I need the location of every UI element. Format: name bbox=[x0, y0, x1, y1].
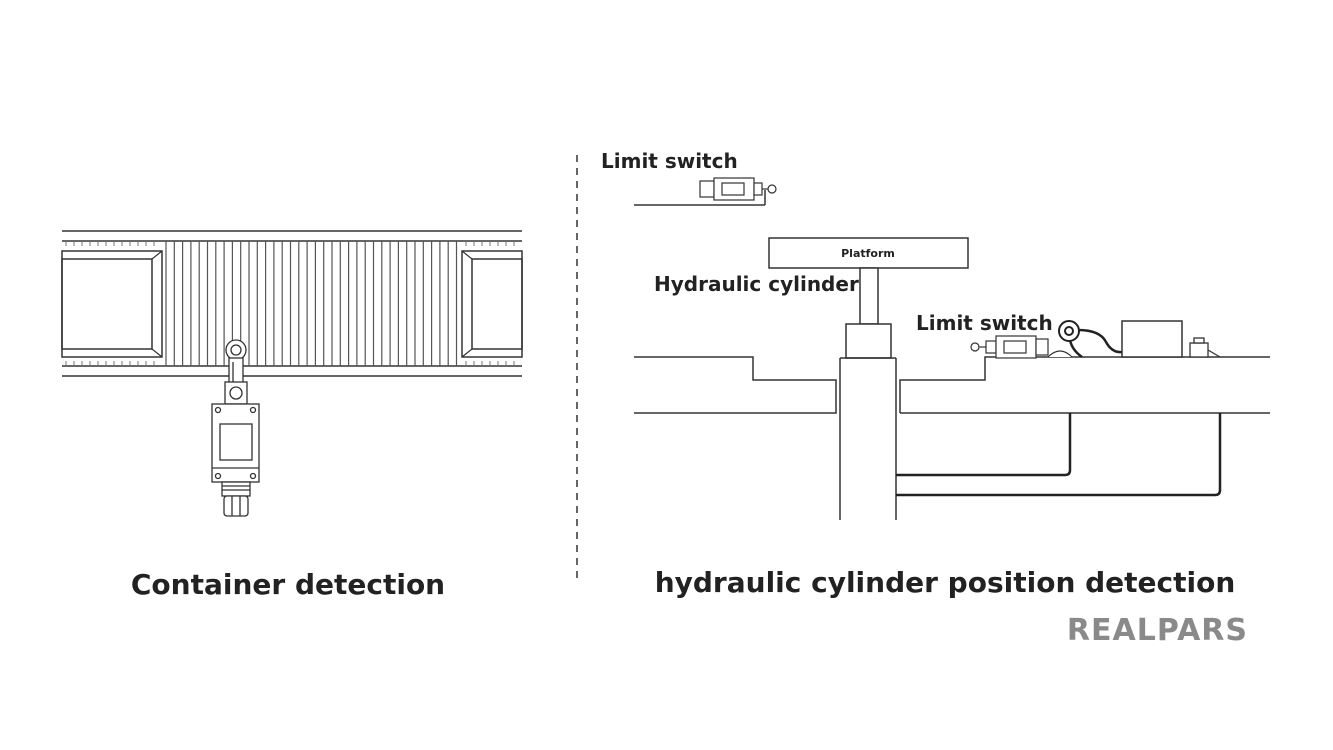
limit-switch-top-label: Limit switch bbox=[601, 149, 738, 173]
limit-switch-icon bbox=[211, 339, 260, 517]
control-box bbox=[1121, 320, 1183, 358]
platform: Platform bbox=[768, 237, 969, 269]
right-caption: hydraulic cylinder position detection bbox=[655, 566, 1236, 599]
limit-switch-mid-icon bbox=[970, 335, 1073, 359]
container-box-right bbox=[461, 250, 523, 358]
ground-profile bbox=[634, 356, 1270, 414]
hydraulic-cylinder bbox=[839, 267, 897, 520]
left-caption: Container detection bbox=[131, 568, 445, 601]
realpars-logo: REALPARS bbox=[1067, 613, 1248, 648]
container-box-left bbox=[61, 250, 163, 358]
limit-switch-top-icon bbox=[634, 177, 777, 206]
connector-icon bbox=[1189, 337, 1221, 358]
cable-reel-icon bbox=[1058, 320, 1080, 342]
limit-switch-mid-label: Limit switch bbox=[916, 311, 1053, 335]
hydraulic-cylinder-label: Hydraulic cylinder bbox=[654, 272, 859, 296]
platform-label: Platform bbox=[841, 247, 895, 260]
